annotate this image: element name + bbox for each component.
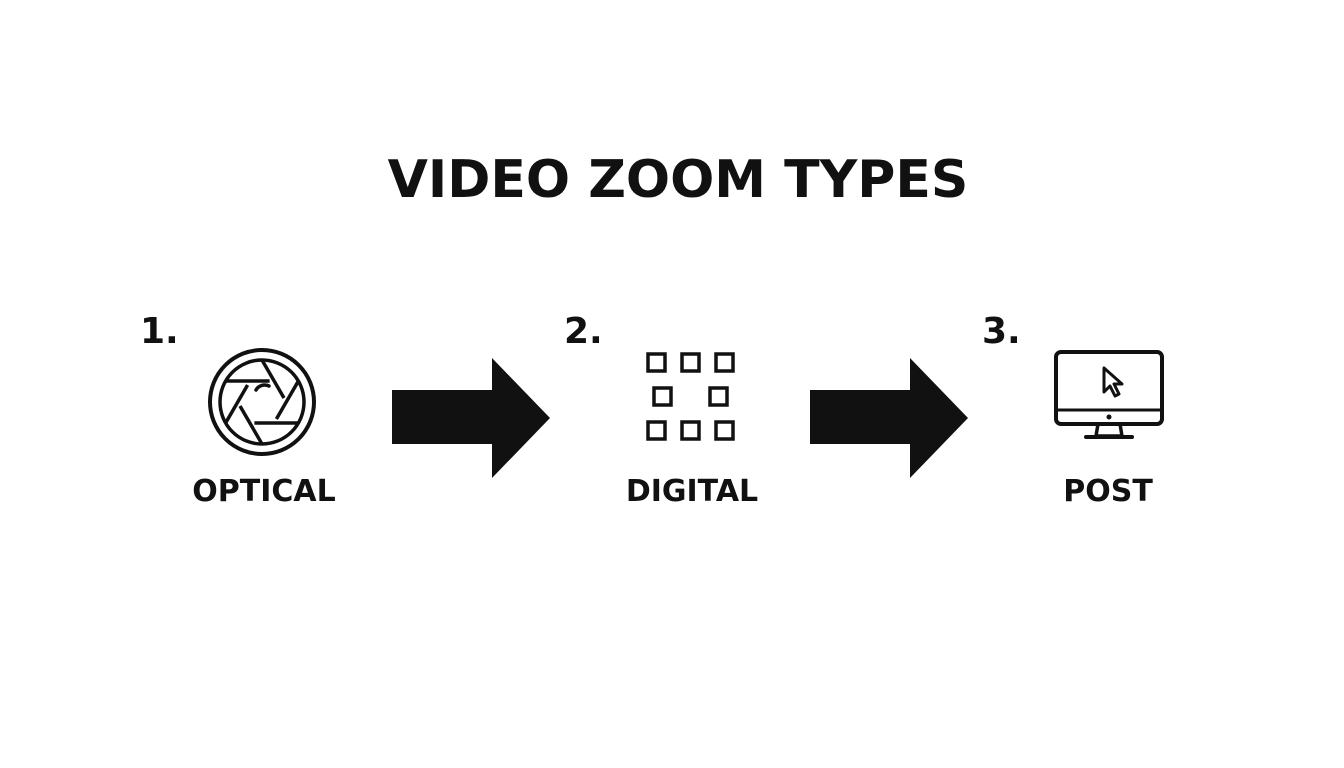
step-number: 1. [140,311,179,352]
diagram-title: VIDEO ZOOM TYPES [387,150,969,210]
pixel-grid-icon [646,352,735,441]
step-label: OPTICAL [192,474,336,509]
step-number: 2. [564,311,603,352]
monitor-cursor-icon [1054,350,1164,439]
camera-aperture-icon [208,348,316,456]
step-number: 3. [982,311,1021,352]
step-label: POST [1063,474,1153,509]
arrow-right-icon [392,358,550,478]
step-label: DIGITAL [625,474,759,509]
arrow-right-icon [810,358,968,478]
